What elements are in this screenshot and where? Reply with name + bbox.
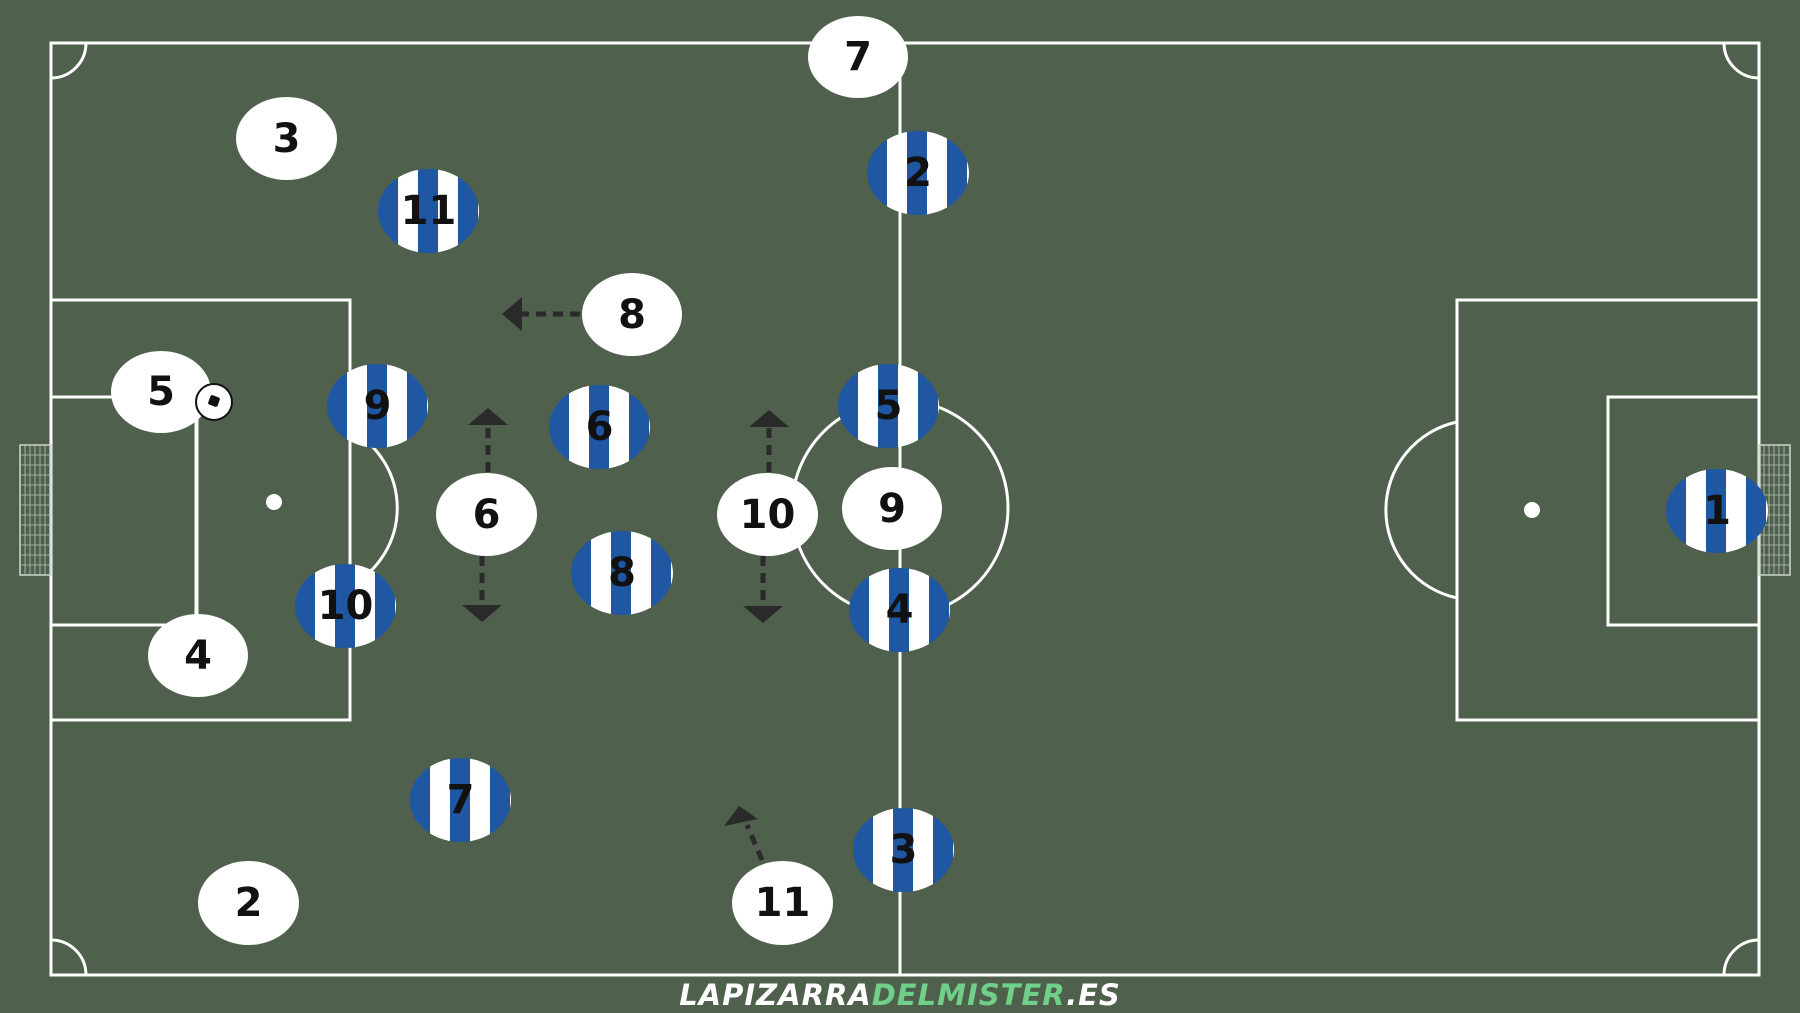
player-number: 11 <box>400 188 457 234</box>
blue-player-7[interactable]: 7 <box>410 758 511 842</box>
white-player-11[interactable]: 11 <box>732 861 833 945</box>
player-number: 9 <box>878 485 906 532</box>
blue-player-9[interactable]: 9 <box>327 364 428 448</box>
right-penalty-spot <box>1524 502 1540 518</box>
blue-player-11[interactable]: 11 <box>378 169 479 253</box>
white-player-10[interactable]: 10 <box>717 473 818 556</box>
player-number: 10 <box>739 491 796 538</box>
player-number: 6 <box>585 404 614 450</box>
player-number: 1 <box>1703 488 1731 534</box>
white-player-5[interactable]: 5 <box>111 351 211 433</box>
player-number: 9 <box>363 383 392 429</box>
left-penalty-spot <box>266 494 282 510</box>
blue-player-6[interactable]: 6 <box>549 385 650 469</box>
white-player-7[interactable]: 7 <box>808 16 908 98</box>
player-number: 4 <box>885 587 914 633</box>
brand-part-2: DELMISTER <box>871 978 1067 1012</box>
player-number: 6 <box>472 491 501 538</box>
white-player-8[interactable]: 8 <box>582 273 682 356</box>
arrow-11-diag <box>744 824 765 861</box>
blue-player-1[interactable]: 1 <box>1666 469 1768 553</box>
brand-part-3: .ES <box>1066 978 1121 1012</box>
blue-player-4[interactable]: 4 <box>849 568 950 652</box>
player-number: 10 <box>317 583 374 629</box>
white-player-2[interactable]: 2 <box>198 861 299 945</box>
corner-arc-bl <box>50 938 88 976</box>
player-number: 7 <box>446 777 475 823</box>
player-number: 7 <box>844 34 872 80</box>
blue-player-5[interactable]: 5 <box>838 364 939 448</box>
arrowhead-8 <box>502 297 522 331</box>
white-player-4[interactable]: 4 <box>148 614 248 697</box>
blue-player-8[interactable]: 8 <box>571 531 673 615</box>
player-number: 2 <box>234 880 263 926</box>
corner-arc-tr <box>1722 42 1760 80</box>
player-number: 11 <box>754 880 811 926</box>
right-penalty-arc <box>1384 420 1458 600</box>
blue-player-2[interactable]: 2 <box>867 131 969 215</box>
player-number: 4 <box>184 632 212 679</box>
arrowhead-11 <box>724 806 758 826</box>
player-number: 3 <box>272 115 301 162</box>
blue-player-10[interactable]: 10 <box>295 564 396 648</box>
corner-arc-br <box>1722 938 1760 976</box>
white-player-9[interactable]: 9 <box>842 467 942 550</box>
white-player-3[interactable]: 3 <box>236 97 337 180</box>
site-watermark: LAPIZARRADELMISTER.ES <box>0 978 1800 1012</box>
left-goal-net <box>20 445 51 575</box>
brand-part-1: LAPIZARRA <box>679 978 872 1012</box>
player-number: 5 <box>147 369 175 415</box>
arrowhead-10-down <box>743 606 783 623</box>
player-number: 5 <box>874 383 903 429</box>
arrowhead-6-down <box>462 605 502 622</box>
player-number: 8 <box>618 291 646 338</box>
ball-icon[interactable] <box>195 383 233 421</box>
player-number: 8 <box>608 550 636 596</box>
white-player-6[interactable]: 6 <box>436 473 537 556</box>
left-goal <box>19 444 52 576</box>
blue-player-3[interactable]: 3 <box>853 808 954 892</box>
arrowhead-6-up <box>468 408 508 425</box>
corner-arc-tl <box>50 42 88 80</box>
player-number: 3 <box>889 827 918 873</box>
player-number: 2 <box>904 150 932 196</box>
arrowhead-10-up <box>749 410 789 427</box>
